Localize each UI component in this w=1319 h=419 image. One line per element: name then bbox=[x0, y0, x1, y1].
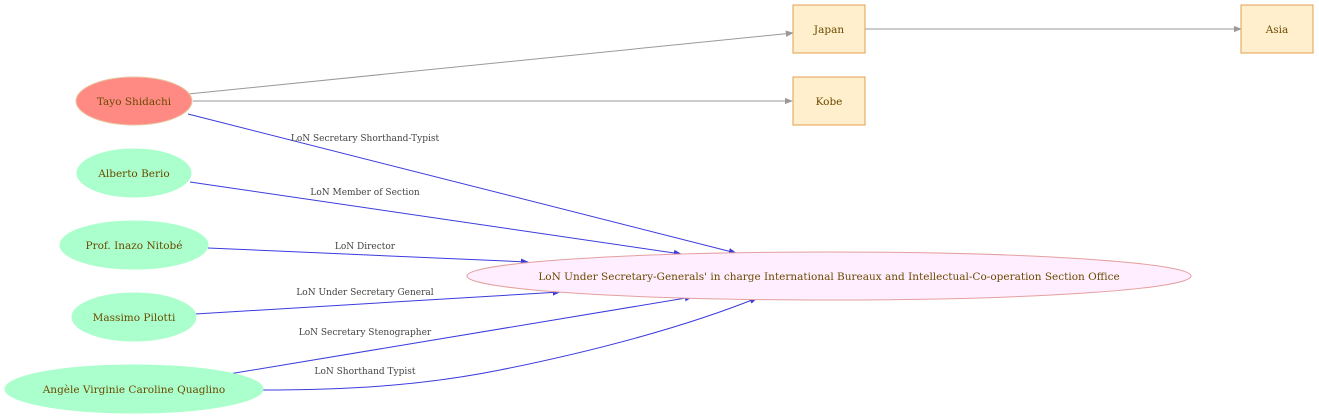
edge-label-pilotti-office: LoN Under Secretary General bbox=[296, 288, 433, 298]
node-inazo-nitobe[interactable]: Prof. Inazo Nitobé bbox=[59, 220, 209, 270]
node-lon-office[interactable]: LoN Under Secretary-Generals' in charge … bbox=[466, 251, 1192, 301]
edge-label-quaglino-office-2: LoN Shorthand Typist bbox=[315, 367, 416, 377]
edges bbox=[187, 25, 1242, 391]
node-japan[interactable]: Japan bbox=[792, 4, 866, 54]
node-label: Prof. Inazo Nitobé bbox=[86, 240, 183, 252]
node-label: Kobe bbox=[816, 96, 843, 108]
node-massimo-pilotti[interactable]: Massimo Pilotti bbox=[71, 292, 197, 342]
edge-tayo-japan bbox=[187, 30, 794, 95]
node-label: Angèle Virginie Caroline Quaglino bbox=[42, 384, 226, 396]
edge-quaglino-office-1 bbox=[222, 295, 693, 376]
edge-tayo-office bbox=[187, 113, 737, 255]
node-asia[interactable]: Asia bbox=[1240, 4, 1314, 54]
edge-nitobe-office bbox=[207, 247, 529, 265]
edge-pilotti-office bbox=[194, 289, 561, 315]
edge-quaglino-office-2 bbox=[260, 297, 758, 391]
node-label: Japan bbox=[813, 24, 844, 36]
edge-label-tayo-office: LoN Secretary Shorthand-Typist bbox=[291, 134, 440, 144]
node-label: LoN Under Secretary-Generals' in charge … bbox=[538, 271, 1119, 283]
node-label: Asia bbox=[1265, 24, 1289, 36]
node-angele-quaglino[interactable]: Angèle Virginie Caroline Quaglino bbox=[4, 364, 264, 414]
edge-label-quaglino-office-1: LoN Secretary Stenographer bbox=[299, 328, 432, 338]
edge-label-alberto-office: LoN Member of Section bbox=[310, 188, 420, 198]
node-alberto-berio[interactable]: Alberto Berio bbox=[76, 148, 192, 198]
place-nodes: Japan Kobe Asia bbox=[792, 4, 1314, 126]
node-tayo-shidachi[interactable]: Tayo Shidachi bbox=[75, 76, 193, 126]
edge-label-nitobe-office: LoN Director bbox=[335, 242, 396, 252]
edge-labels: LoN Secretary Shorthand-Typist LoN Membe… bbox=[291, 134, 440, 377]
node-label: Tayo Shidachi bbox=[97, 96, 172, 108]
person-nodes: Tayo Shidachi Alberto Berio Prof. Inazo … bbox=[4, 76, 264, 414]
node-kobe[interactable]: Kobe bbox=[792, 76, 866, 126]
edge-alberto-office bbox=[189, 181, 682, 257]
node-label: Massimo Pilotti bbox=[93, 312, 176, 324]
node-label: Alberto Berio bbox=[97, 168, 169, 180]
